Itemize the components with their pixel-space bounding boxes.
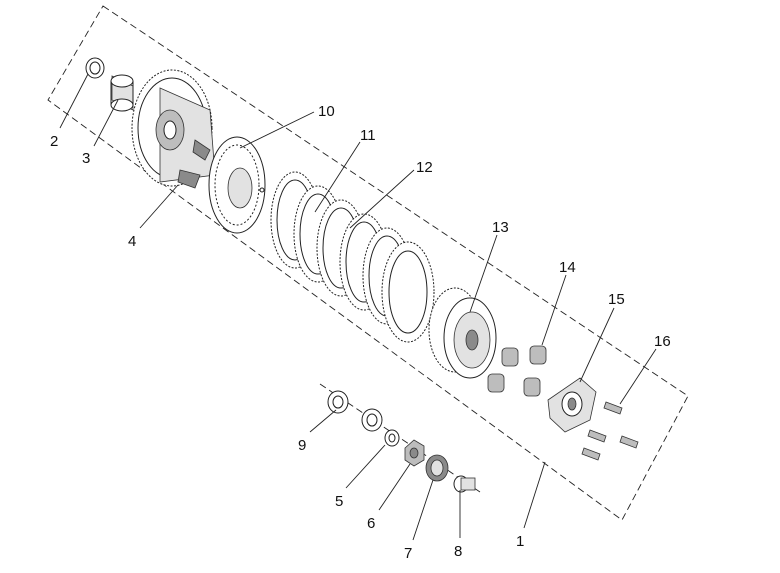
callout-15: 15 [608,291,625,308]
callout-4: 4 [128,233,136,250]
callout-14: 14 [559,259,576,276]
leader-15 [579,307,615,383]
callout-3: 3 [82,150,90,167]
leader-9 [309,409,337,433]
leader-1 [523,461,546,529]
leader-11 [314,141,361,213]
leader-2 [59,73,89,129]
callout-16: 16 [654,333,671,350]
callout-2: 2 [50,133,58,150]
leader-3 [93,99,119,147]
leader-12 [349,169,415,229]
plates-stack [270,171,435,343]
part-14-springs [487,345,547,397]
part-10-plate [208,136,266,234]
callout-12: 12 [416,159,433,176]
callout-9: 9 [298,437,306,454]
lower-axis-line [319,383,481,493]
part-3-bushing [110,74,134,112]
callout-1: 1 [516,533,524,550]
callout-10: 10 [318,103,335,120]
leader-10 [239,111,315,149]
part-4-clutch-housing [131,69,216,189]
callout-8: 8 [454,543,462,560]
leader-16 [619,348,657,405]
callout-6: 6 [367,515,375,532]
part-16-bolts [581,401,639,461]
leader-lines [59,73,657,541]
part-13-clutch-hub [428,287,497,379]
leader-6 [378,463,411,511]
callout-11: 11 [360,127,376,144]
part-6-nut [404,439,425,467]
leader-14 [541,274,567,346]
callout-13: 13 [492,219,509,236]
leader-13 [469,234,498,313]
part-5-washer [361,408,383,432]
callout-5: 5 [335,493,343,510]
leader-4 [139,184,179,229]
part-9-washer [327,390,349,414]
part-7-bearing [425,454,449,482]
callout-labels: 1 2 3 4 5 6 7 8 9 10 11 12 13 14 15 16 [50,103,671,562]
callout-7: 7 [404,545,412,562]
part-8-pushrod [453,475,476,493]
part-2-washer [85,57,105,79]
assembly-outline [47,5,689,521]
part-15-pressure-plate [547,377,597,433]
leader-5 [345,444,386,489]
leader-7 [412,479,434,541]
part-washer-small [384,429,400,447]
